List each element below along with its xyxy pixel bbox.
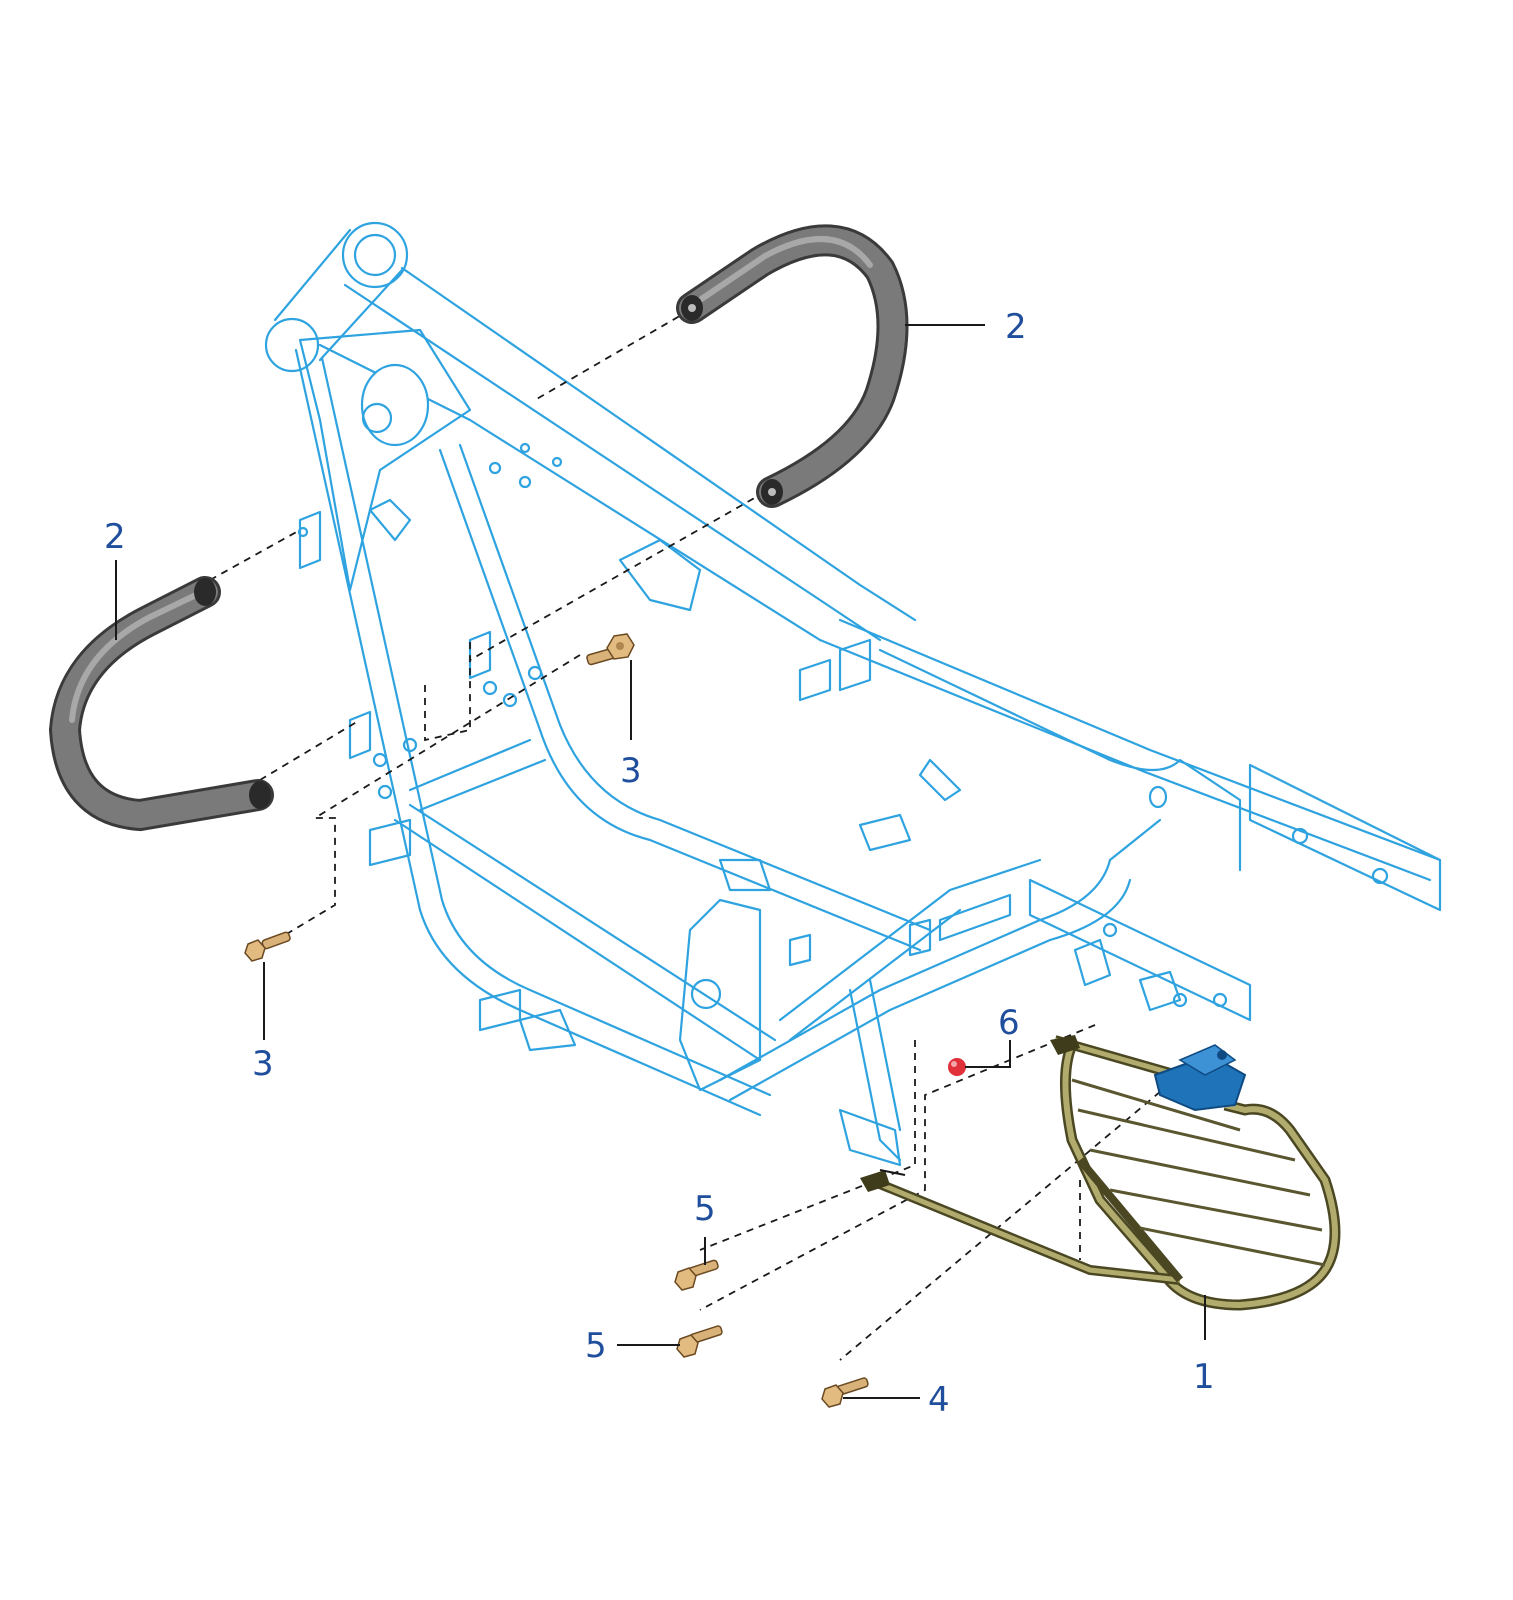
callout-3-upper: 3 — [620, 751, 642, 791]
callout-4: 4 — [928, 1380, 950, 1420]
bolt-4 — [821, 1377, 869, 1408]
callout-3-lower: 3 — [252, 1044, 274, 1084]
leader-lines — [115, 324, 1206, 1399]
bolt-3-lower — [244, 931, 291, 962]
crash-bar-right — [676, 224, 909, 508]
callout-1: 1 — [1193, 1357, 1215, 1397]
bolt-3-upper — [586, 633, 635, 666]
callout-2-left: 2 — [104, 517, 126, 557]
crash-bar-left — [48, 576, 274, 832]
bolt-5-upper — [674, 1259, 719, 1291]
callout-5-lower: 5 — [585, 1326, 607, 1366]
rack-mount-bracket — [1153, 1044, 1247, 1112]
callout-6: 6 — [998, 1003, 1020, 1043]
callout-2-right: 2 — [1005, 307, 1027, 347]
part-6-marker — [948, 1058, 966, 1076]
bolt-5-lower — [676, 1325, 723, 1358]
rear-rack — [860, 1035, 1341, 1311]
callout-5-upper: 5 — [694, 1189, 716, 1229]
motorcycle-frame — [264, 221, 1442, 1167]
callout-labels: 1 2 2 3 3 4 5 5 6 — [104, 307, 1215, 1420]
